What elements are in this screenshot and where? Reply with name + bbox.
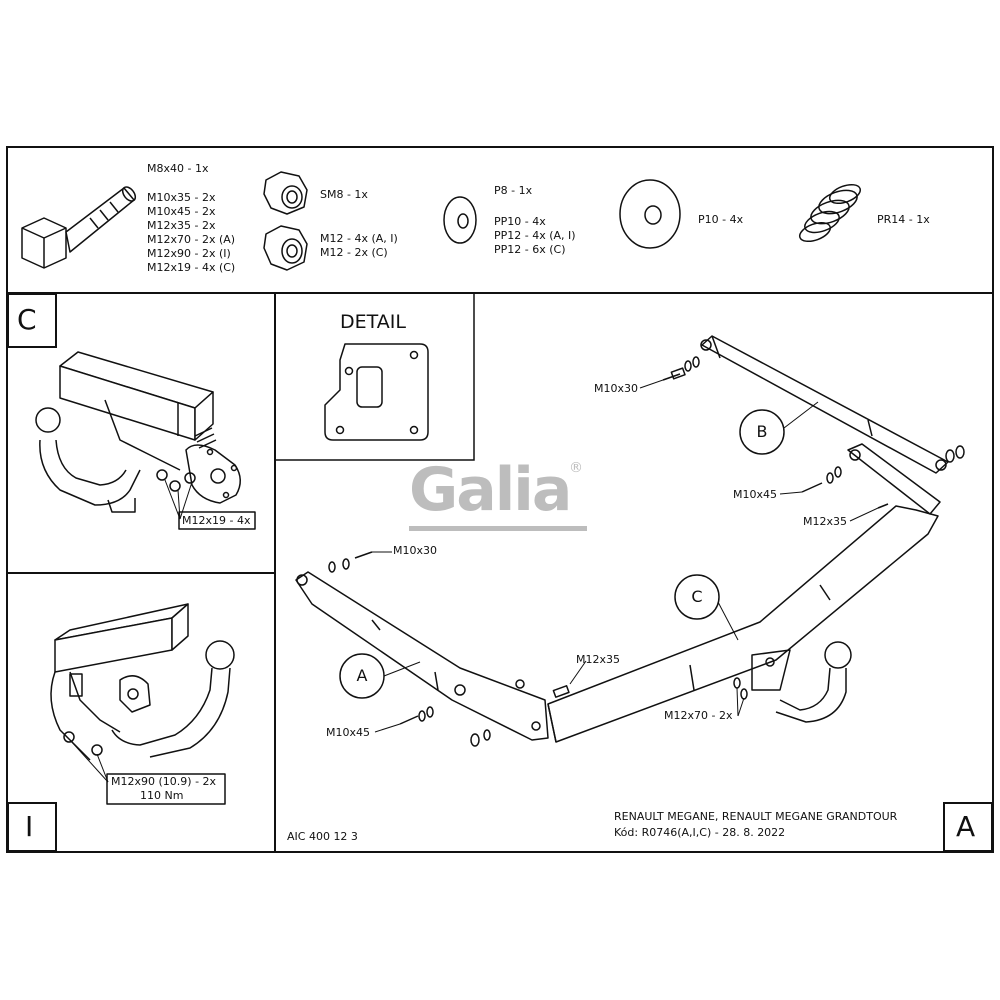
- part-b-circle: [739, 409, 785, 455]
- part-b-label: B: [756, 422, 768, 441]
- detail-title: DETAIL: [340, 311, 406, 333]
- bolt-label: M12x70 - 2x (A): [147, 233, 236, 246]
- washer-label: PP10 - 4x: [494, 215, 546, 228]
- callout-m12x70: M12x70 - 2x: [664, 709, 733, 722]
- panel-i-letter-box: [7, 802, 57, 852]
- kod-reference: Kód: R0746(A,I,C) - 28. 8. 2022: [614, 826, 786, 839]
- callout-m12x35-right: M12x35: [803, 515, 847, 528]
- bolt-label: M12x19 - 4x (C): [147, 261, 236, 274]
- panel-a-letter: A: [956, 810, 976, 843]
- outer-frame: [6, 146, 994, 853]
- part-c-circle: [674, 574, 720, 620]
- galia-logo: Galia: [409, 455, 572, 525]
- callout-m10x30-top: M10x30: [594, 382, 638, 395]
- bolt-list: M10x35 - 2x M10x45 - 2x M12x35 - 2x M12x…: [147, 191, 235, 275]
- part-c-label: C: [691, 587, 703, 606]
- panel-c-letter-box: [7, 293, 57, 348]
- bolt-label: M12x90 - 2x (I): [147, 247, 231, 260]
- main-assembly-drawing: [295, 335, 965, 747]
- panel-c-letter: C: [17, 303, 37, 336]
- drawing-code: AIC 400 12 3: [287, 830, 358, 843]
- washer-p10-label: P10 - 4x: [698, 213, 744, 226]
- spring-icon: [798, 183, 862, 243]
- nut-m12-icon: [263, 225, 308, 271]
- spring-label: PR14 - 1x: [877, 213, 930, 226]
- registered-mark: ®: [569, 460, 583, 476]
- bolt-label: M10x45 - 2x: [147, 205, 216, 218]
- vehicle-name: RENAULT MEGANE, RENAULT MEGANE GRANDTOUR: [614, 810, 898, 823]
- panel-i-callout-bolt: M12x90 (10.9) - 2x: [111, 775, 217, 788]
- panel-c-callout-box: [178, 511, 256, 530]
- callout-m10x45-right: M10x45: [733, 488, 777, 501]
- bolt-label: M10x35 - 2x: [147, 191, 216, 204]
- callout-m10x45-left: M10x45: [326, 726, 370, 739]
- callout-m12x35-mid: M12x35: [576, 653, 620, 666]
- washer-pp-list: PP10 - 4x PP12 - 4x (A, I) PP12 - 6x (C): [494, 215, 576, 257]
- nut-sm8-icon: [263, 171, 308, 215]
- nut-sm8-label: SM8 - 1x: [320, 188, 368, 201]
- detail-plate-drawing: [324, 343, 429, 441]
- callout-m10x30-left: M10x30: [393, 544, 437, 557]
- detail-box: [274, 292, 475, 461]
- panel-i-callout-box: [106, 773, 226, 805]
- panel-c-drawing: [35, 351, 241, 513]
- washer-p8-icon: [443, 196, 477, 244]
- washer-p10-icon: [619, 179, 681, 249]
- panel-c-callout: M12x19 - 4x: [182, 514, 251, 527]
- bolt-label-m8x40: M8x40 - 1x: [147, 162, 209, 175]
- panel-i-drawing: [50, 603, 235, 761]
- logo-underline: [409, 526, 587, 531]
- nut-m12-label: M12 - 2x (C): [320, 246, 388, 259]
- nut-m12-label: M12 - 4x (A, I): [320, 232, 398, 245]
- part-a-circle: [339, 653, 385, 699]
- part-a-label: A: [356, 666, 368, 685]
- leader-lines: [69, 379, 879, 783]
- panel-i-letter: I: [25, 810, 34, 843]
- panel-a-letter-box: [943, 802, 993, 852]
- bolt-icon: [21, 186, 137, 269]
- washer-label: PP12 - 4x (A, I): [494, 229, 576, 242]
- bolt-label: M12x35 - 2x: [147, 219, 216, 232]
- panel-i-callout-torque: 110 Nm: [140, 789, 184, 802]
- washer-p8-label: P8 - 1x: [494, 184, 533, 197]
- washer-label: PP12 - 6x (C): [494, 243, 566, 256]
- nut-m12-list: M12 - 4x (A, I) M12 - 2x (C): [320, 232, 398, 260]
